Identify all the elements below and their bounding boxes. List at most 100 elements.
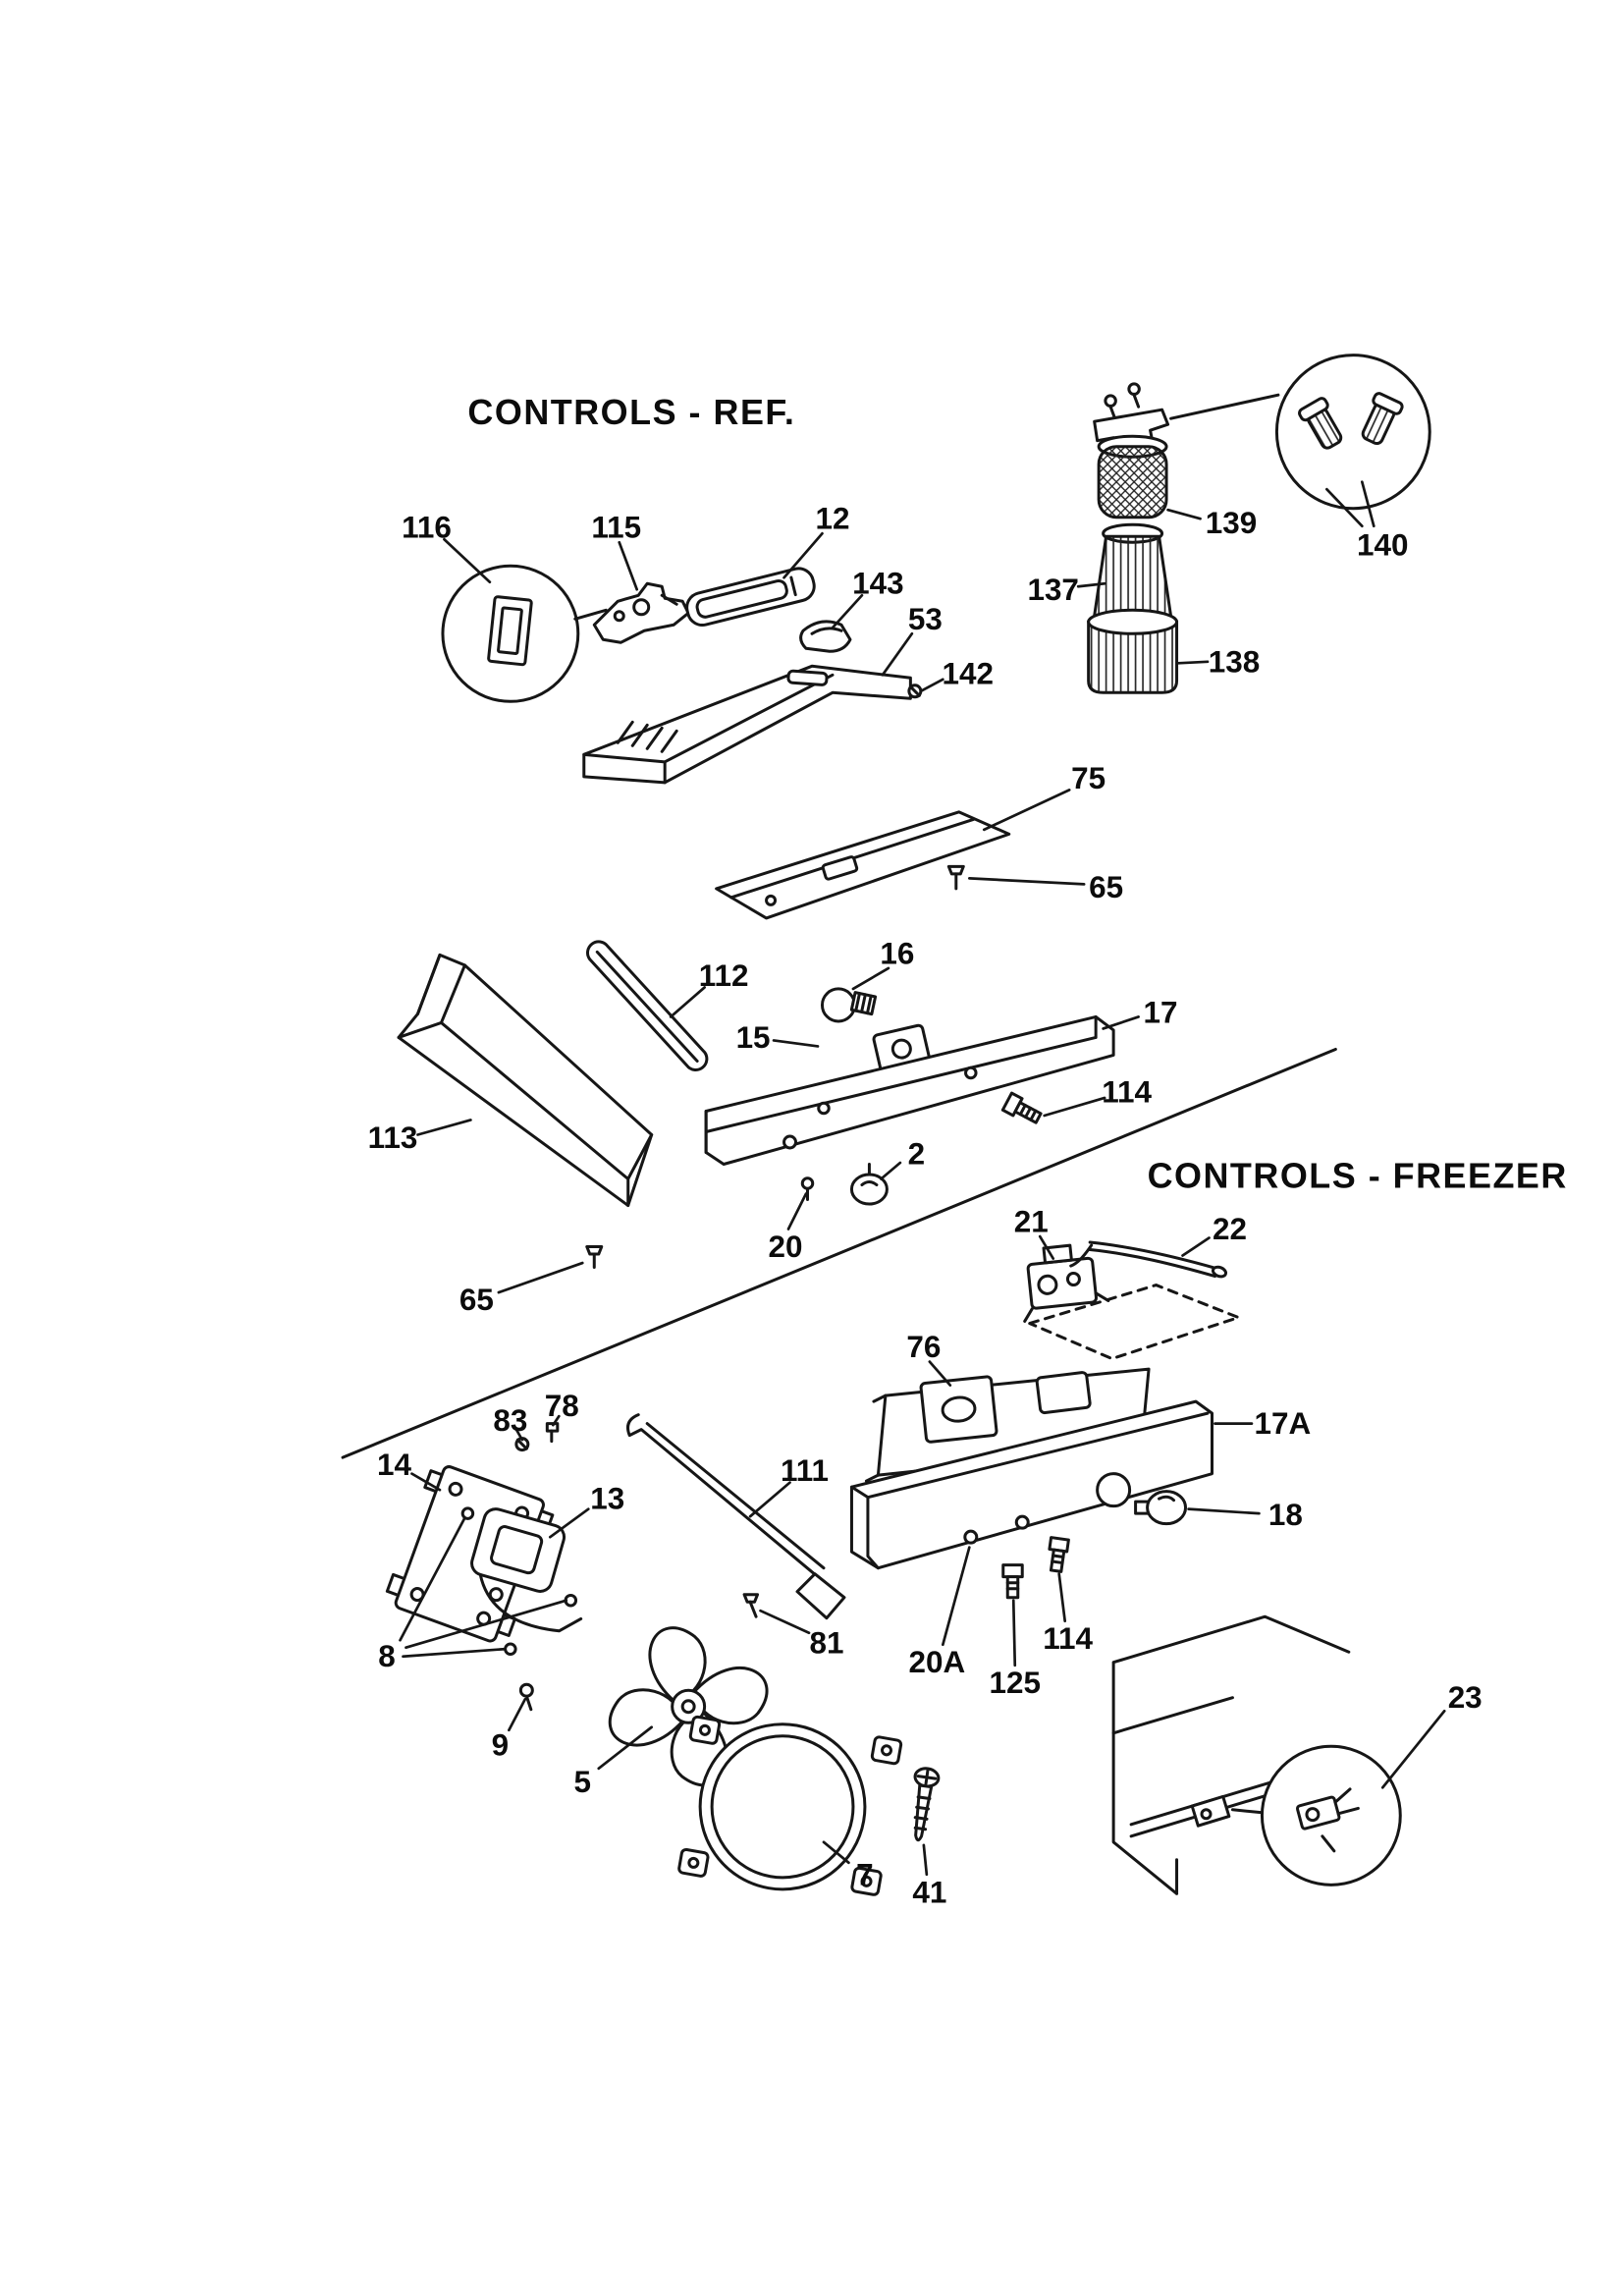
leader-line bbox=[881, 631, 914, 677]
part-18-knob bbox=[1134, 1490, 1188, 1526]
part-13-fan-motor bbox=[470, 1507, 583, 1633]
leader-line bbox=[759, 1609, 811, 1635]
leader-line bbox=[443, 537, 492, 584]
part-label-22: 22 bbox=[1213, 1212, 1247, 1246]
part-label-139: 139 bbox=[1206, 506, 1257, 540]
part-12-control-housing bbox=[685, 567, 816, 628]
part-label-53: 53 bbox=[908, 602, 943, 636]
leader-line bbox=[772, 1039, 820, 1048]
part-label-14: 14 bbox=[377, 1448, 411, 1482]
part-2-knob bbox=[849, 1163, 889, 1206]
part-label-12: 12 bbox=[815, 502, 849, 536]
part-label-65: 65 bbox=[1089, 870, 1123, 904]
part-label-142: 142 bbox=[943, 656, 994, 690]
part-label-113: 113 bbox=[368, 1121, 418, 1155]
part-label-76: 76 bbox=[906, 1330, 941, 1364]
part-142-screw bbox=[907, 683, 923, 699]
part-17a-panel bbox=[849, 1399, 1214, 1570]
part-label-23: 23 bbox=[1448, 1680, 1483, 1715]
leader-line bbox=[597, 1725, 654, 1771]
part-label-140: 140 bbox=[1357, 528, 1408, 563]
leader-line bbox=[399, 1516, 466, 1642]
part-137-filter-neck bbox=[1092, 522, 1173, 618]
leader-line bbox=[919, 678, 944, 693]
leader-line bbox=[548, 1507, 590, 1539]
part-label-17: 17 bbox=[1144, 995, 1178, 1029]
leader-line bbox=[1102, 1015, 1140, 1030]
part-label-21: 21 bbox=[1014, 1205, 1049, 1239]
leader-line bbox=[508, 1697, 527, 1732]
part-114-bolt-ref bbox=[1000, 1091, 1043, 1124]
section-title-freezer: CONTROLS - FREEZER bbox=[1148, 1155, 1568, 1195]
part-label-15: 15 bbox=[736, 1020, 771, 1055]
part-label-7: 7 bbox=[856, 1857, 874, 1891]
section-divider-line bbox=[341, 1047, 1337, 1459]
part-label-114: 114 bbox=[1102, 1074, 1152, 1109]
leader-line bbox=[786, 1192, 808, 1230]
part-114-bolt-frz bbox=[1048, 1536, 1070, 1573]
part-label-8: 8 bbox=[378, 1639, 396, 1673]
detail-23-bracket bbox=[1260, 1744, 1402, 1886]
part-22-tube bbox=[1069, 1240, 1228, 1279]
part-41-screw bbox=[913, 1767, 941, 1842]
part-label-2: 2 bbox=[908, 1136, 926, 1171]
part-78-screw bbox=[545, 1422, 560, 1444]
part-label-137: 137 bbox=[1027, 573, 1078, 607]
part-label-16: 16 bbox=[880, 936, 914, 970]
section-title-ref: CONTROLS - REF. bbox=[467, 392, 795, 432]
leader-line bbox=[404, 1599, 568, 1650]
leader-line bbox=[669, 986, 706, 1018]
part-label-116: 116 bbox=[402, 511, 452, 545]
valve-mounting-outline bbox=[1028, 1284, 1240, 1361]
part-label-5: 5 bbox=[574, 1765, 592, 1799]
detail-116-gasket bbox=[441, 564, 608, 703]
part-75-plate bbox=[715, 810, 1011, 920]
part-label-81: 81 bbox=[809, 1626, 843, 1661]
part-label-41: 41 bbox=[912, 1875, 946, 1909]
part-20-screw bbox=[800, 1176, 815, 1202]
part-label-143: 143 bbox=[852, 567, 903, 601]
part-9-screw bbox=[518, 1682, 534, 1712]
part-label-17A: 17A bbox=[1255, 1406, 1312, 1441]
part-17-control-bracket bbox=[704, 1014, 1115, 1167]
part-81-screw bbox=[742, 1593, 760, 1618]
part-label-65: 65 bbox=[459, 1283, 494, 1317]
leader-line bbox=[922, 1843, 929, 1877]
part-label-78: 78 bbox=[545, 1389, 579, 1423]
leader-line bbox=[1360, 480, 1375, 528]
leader-line bbox=[618, 540, 639, 591]
leader-line bbox=[851, 966, 890, 991]
part-138-filter-cap bbox=[1087, 608, 1179, 694]
part-label-115: 115 bbox=[591, 511, 641, 545]
part-125-bolt bbox=[1001, 1563, 1024, 1600]
leader-line bbox=[928, 1360, 952, 1387]
leader-line bbox=[410, 1472, 442, 1492]
part-label-18: 18 bbox=[1268, 1498, 1303, 1532]
part-112-tube bbox=[586, 940, 709, 1071]
part-label-112: 112 bbox=[699, 958, 749, 993]
part-111-harness bbox=[626, 1413, 846, 1620]
part-label-75: 75 bbox=[1071, 761, 1106, 795]
cabinet-corner bbox=[1111, 1614, 1351, 1895]
leader-line bbox=[514, 1428, 524, 1442]
part-113-channel bbox=[397, 953, 654, 1208]
part-5-fan-blade bbox=[608, 1626, 769, 1787]
part-65-screw-top bbox=[946, 864, 965, 891]
leader-line bbox=[782, 531, 824, 579]
leader-line bbox=[497, 1261, 584, 1294]
leader-line bbox=[1380, 1709, 1446, 1789]
leader-line bbox=[1043, 1096, 1106, 1118]
leader-line bbox=[1325, 487, 1364, 528]
leader-line bbox=[880, 1161, 902, 1180]
part-label-125: 125 bbox=[990, 1666, 1041, 1700]
part-label-83: 83 bbox=[493, 1403, 527, 1438]
leader-line bbox=[748, 1481, 791, 1518]
leader-line bbox=[967, 877, 1086, 886]
part-label-138: 138 bbox=[1209, 644, 1260, 679]
leader-line bbox=[982, 788, 1071, 832]
part-label-20: 20 bbox=[769, 1230, 803, 1264]
leader-line bbox=[1181, 1236, 1211, 1257]
leader-line bbox=[1011, 1599, 1017, 1667]
